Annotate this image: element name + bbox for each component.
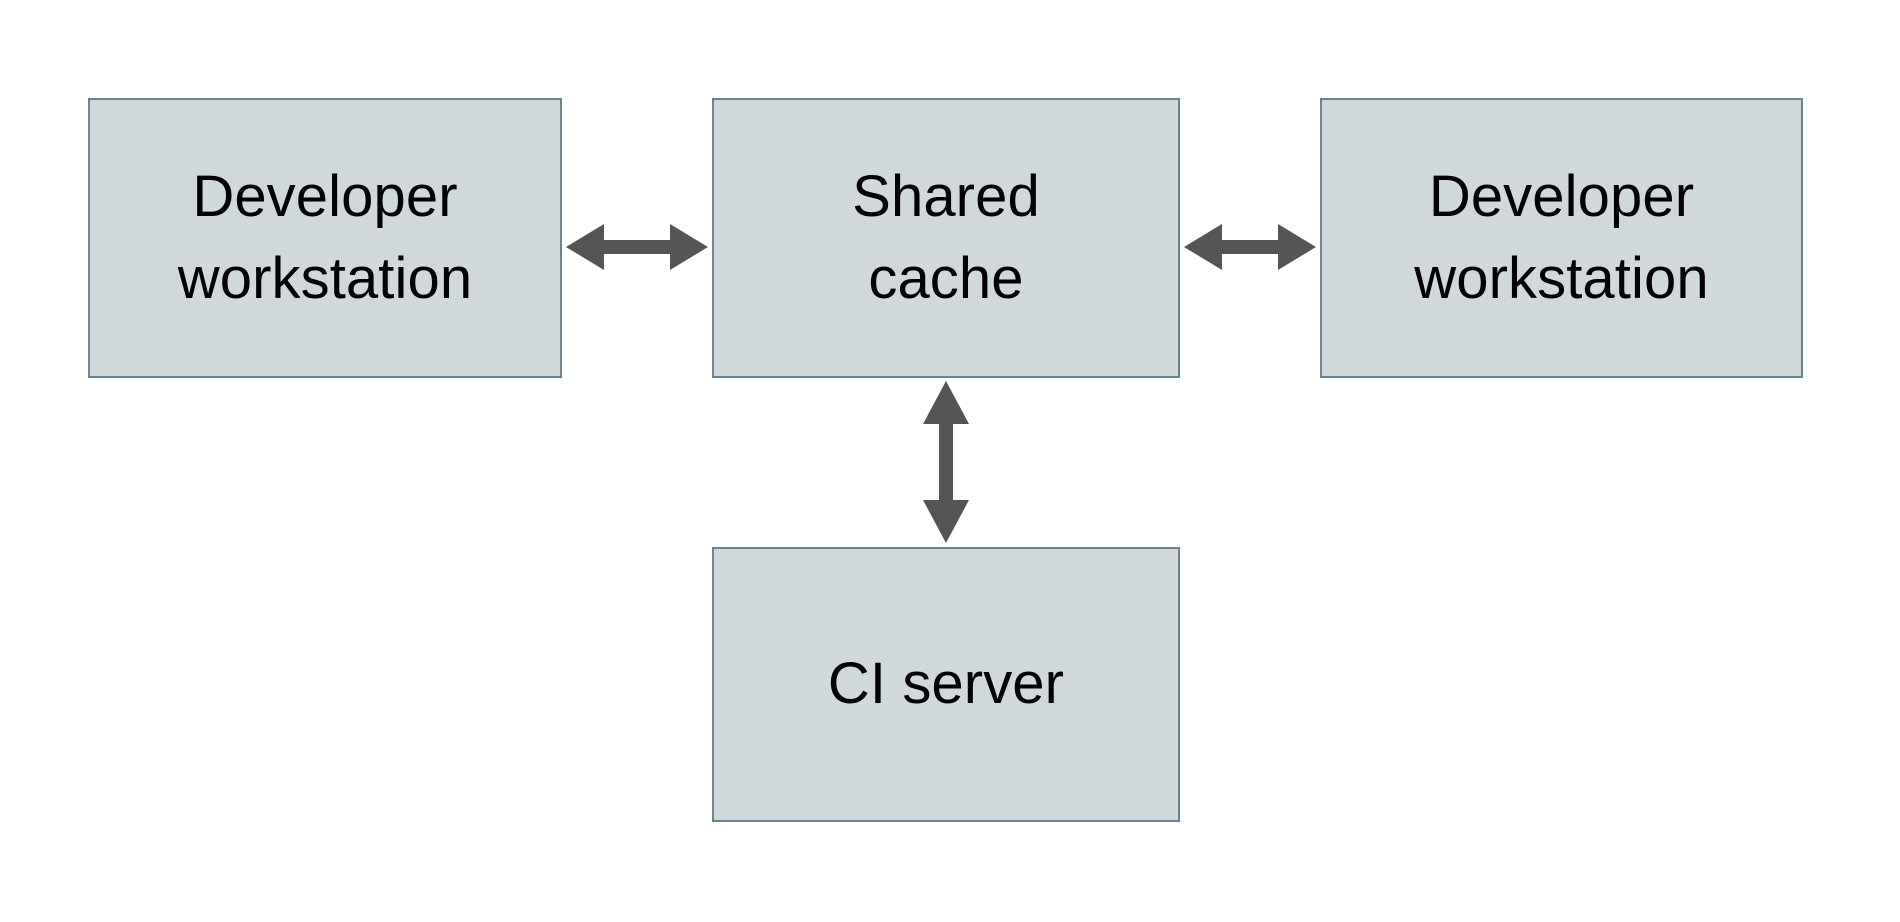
node-developer-workstation-left[interactable]: Developer workstation <box>88 98 562 378</box>
node-label: Shared cache <box>852 163 1040 311</box>
connector-cache-to-ci <box>923 381 969 543</box>
node-label: Developer workstation <box>177 163 473 311</box>
node-ci-server[interactable]: CI server <box>712 547 1180 822</box>
node-shared-cache[interactable]: Shared cache <box>712 98 1180 378</box>
node-label: Developer workstation <box>1414 163 1709 311</box>
connector-dev-left-to-cache <box>566 224 708 270</box>
node-label: CI server <box>827 651 1065 717</box>
connector-cache-to-dev-right <box>1184 224 1316 270</box>
node-developer-workstation-right[interactable]: Developer workstation <box>1320 98 1803 378</box>
